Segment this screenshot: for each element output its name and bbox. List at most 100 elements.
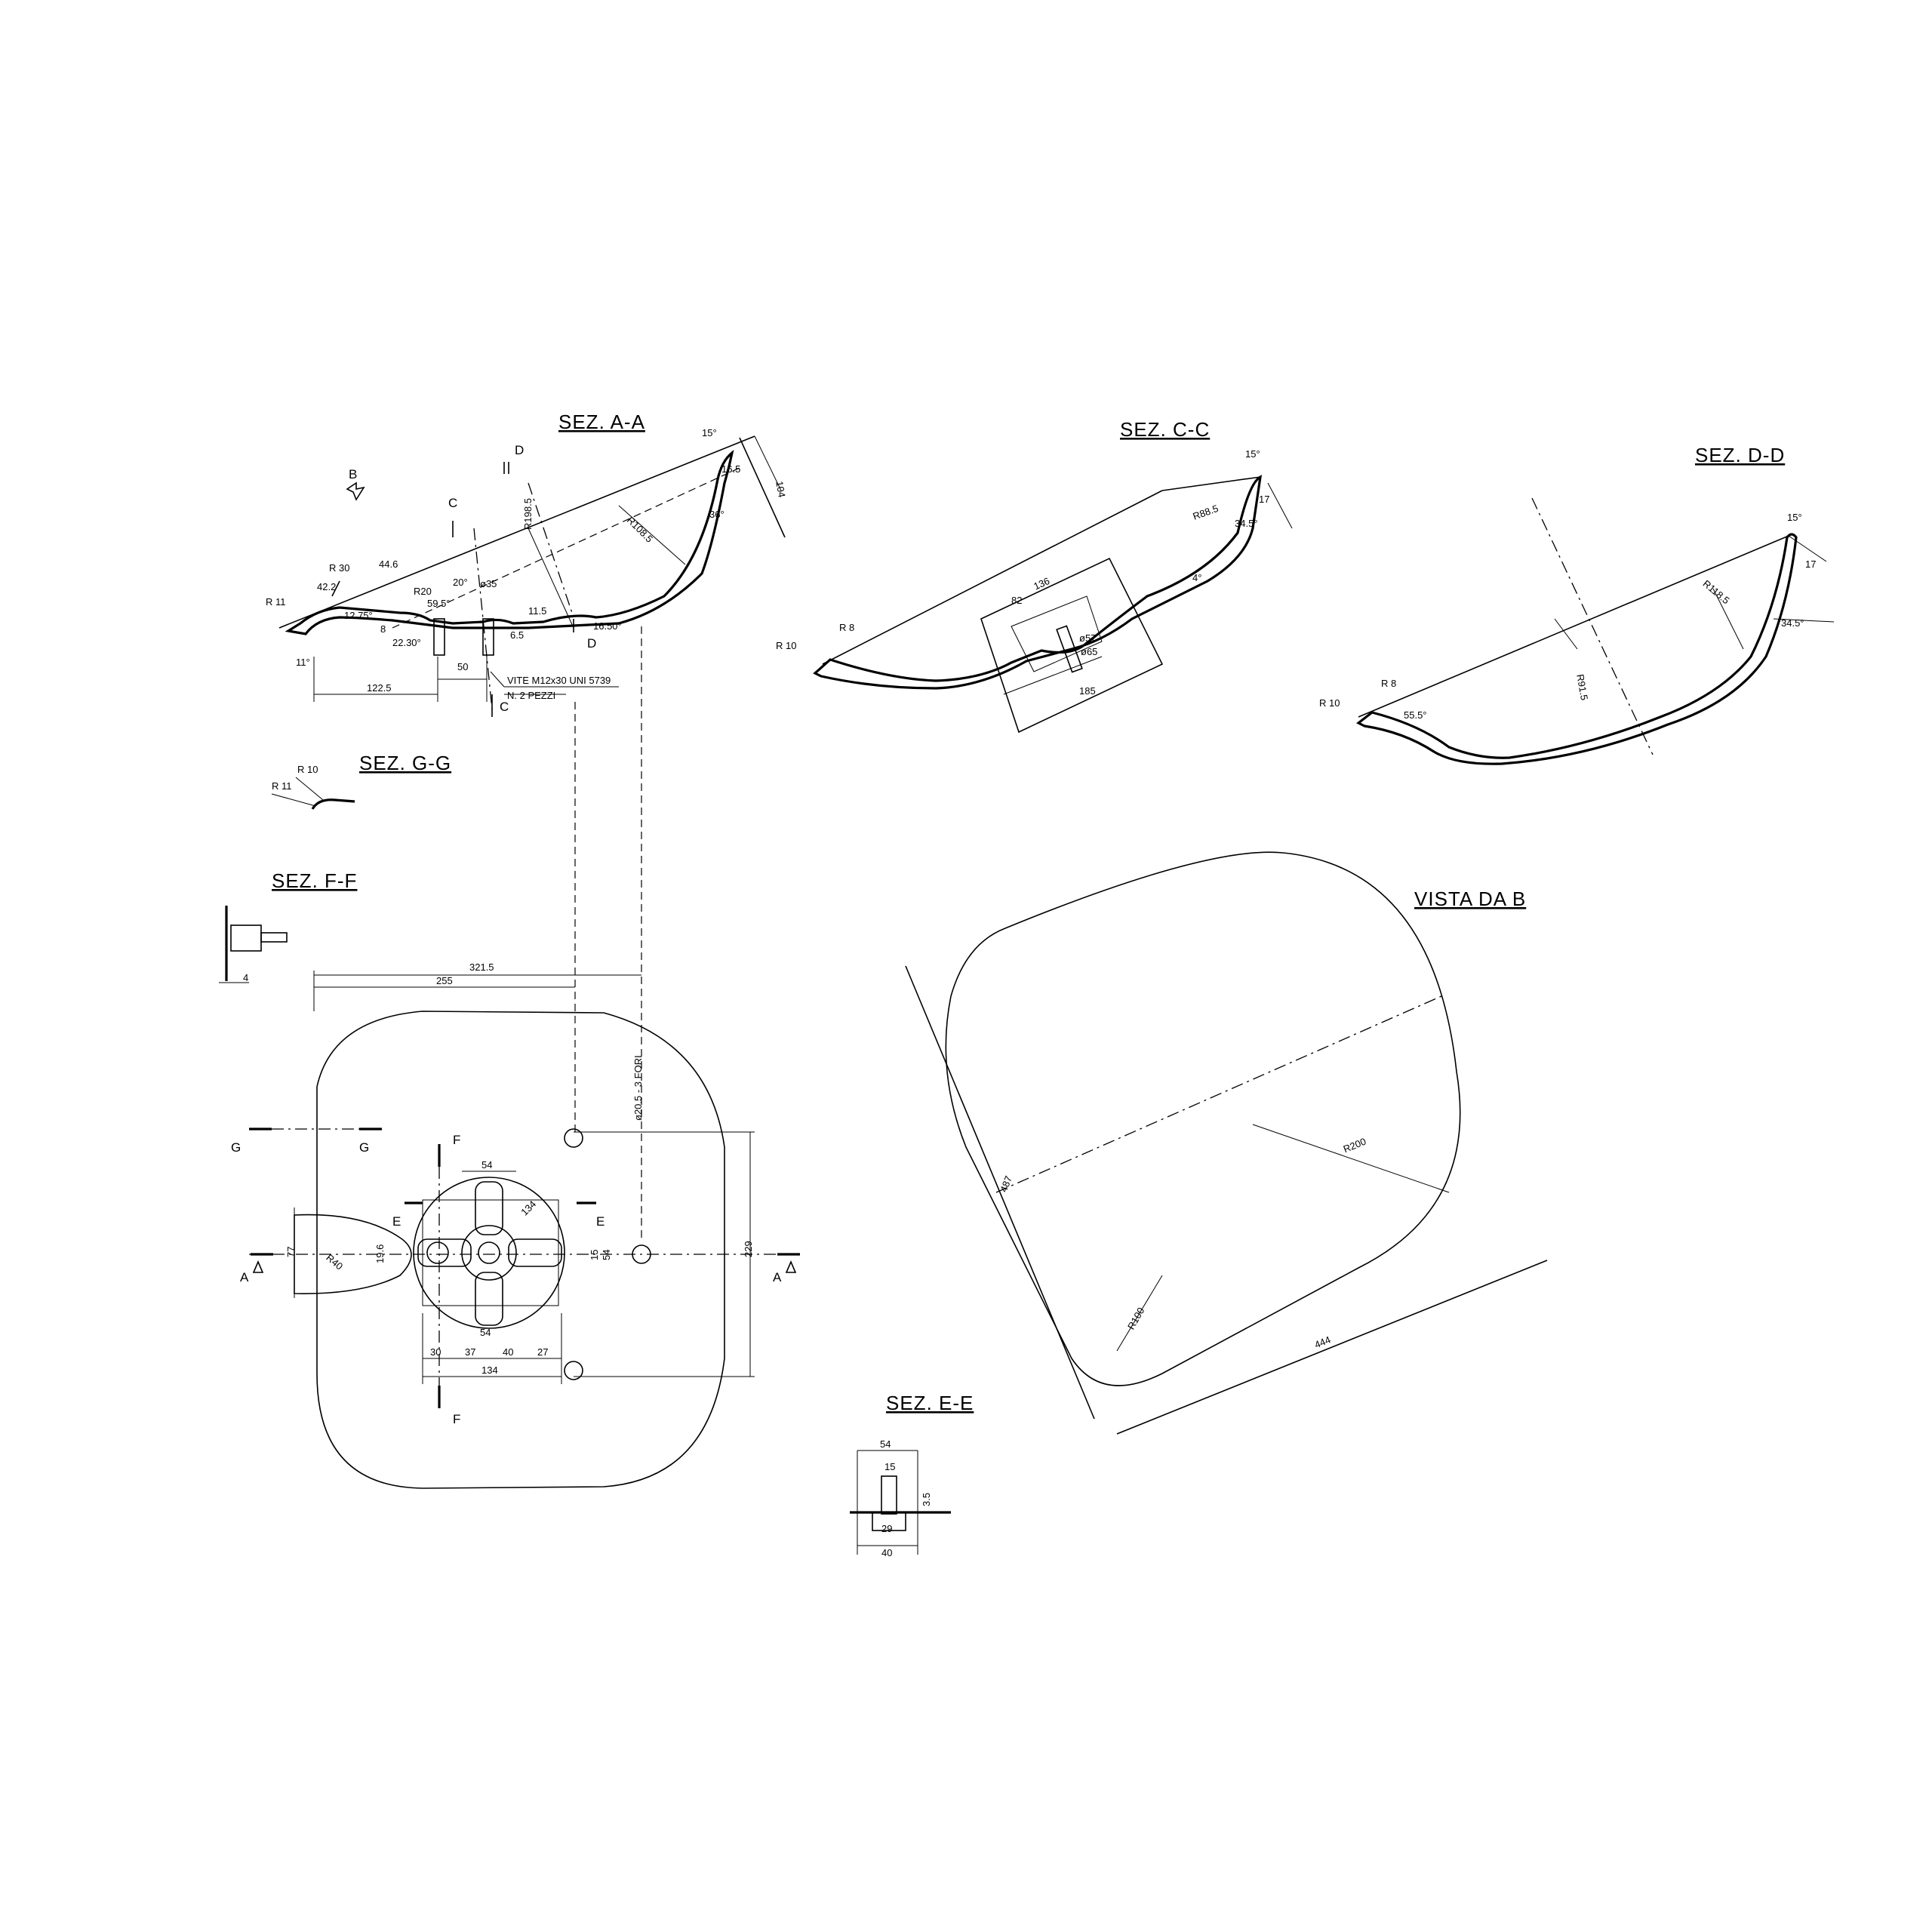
- view-from-b-title: VISTA DA B: [1414, 888, 1526, 910]
- svg-text:G: G: [359, 1140, 369, 1155]
- section-f-f: SEZ. F-F 4: [219, 869, 357, 983]
- section-g-g: SEZ. G-G R 10 R 11: [271, 752, 451, 810]
- svg-text:122.5: 122.5: [367, 682, 392, 694]
- svg-text:104: 104: [774, 480, 788, 498]
- svg-text:54: 54: [480, 1327, 491, 1338]
- svg-text:134: 134: [481, 1364, 498, 1376]
- svg-text:136: 136: [1032, 575, 1051, 592]
- svg-text:19.6: 19.6: [374, 1244, 386, 1263]
- svg-text:ø20.5 - 3 FORI: ø20.5 - 3 FORI: [632, 1055, 644, 1121]
- svg-text:R118.5: R118.5: [1701, 578, 1732, 607]
- svg-text:R 11: R 11: [272, 780, 292, 792]
- svg-text:77: 77: [285, 1247, 297, 1257]
- svg-text:34.5°: 34.5°: [1781, 617, 1804, 629]
- svg-text:A: A: [240, 1270, 249, 1284]
- svg-text:16.5: 16.5: [721, 463, 740, 475]
- svg-text:R100: R100: [1125, 1306, 1147, 1331]
- section-a-a: SEZ. A-A R 11 R 30 44.6: [266, 411, 788, 717]
- section-g-g-profile: [311, 798, 355, 810]
- svg-text:F: F: [453, 1133, 460, 1147]
- section-c-c-detail-box: [980, 557, 1164, 734]
- svg-text:11.5: 11.5: [528, 605, 546, 617]
- svg-text:G: G: [231, 1140, 241, 1155]
- section-g-g-title: SEZ. G-G: [359, 752, 451, 774]
- svg-text:R 30: R 30: [329, 562, 349, 574]
- svg-text:17: 17: [1259, 494, 1269, 505]
- svg-text:229: 229: [743, 1241, 754, 1257]
- view-from-b-axis: [995, 995, 1442, 1193]
- svg-text:R108.5: R108.5: [625, 515, 655, 545]
- svg-text:54: 54: [601, 1250, 612, 1260]
- svg-text:29: 29: [881, 1523, 892, 1534]
- drain-hole: [461, 1225, 517, 1281]
- section-a-a-bolt: [482, 618, 494, 656]
- view-b-arrow: [346, 481, 365, 501]
- svg-text:185: 185: [1079, 685, 1096, 697]
- svg-text:R91.5: R91.5: [1574, 673, 1590, 701]
- section-f-f-title: SEZ. F-F: [272, 869, 357, 892]
- svg-text:54: 54: [481, 1159, 492, 1171]
- svg-text:R 8: R 8: [839, 622, 854, 633]
- svg-text:N. 2 PEZZI: N. 2 PEZZI: [507, 690, 555, 701]
- svg-text:487: 487: [998, 1174, 1014, 1194]
- svg-text:ø35: ø35: [480, 578, 497, 589]
- drain-plate: [413, 1177, 565, 1329]
- svg-text:A: A: [773, 1270, 782, 1284]
- svg-text:15°: 15°: [1245, 448, 1260, 460]
- svg-text:15°: 15°: [1787, 512, 1802, 523]
- svg-text:6.5: 6.5: [510, 629, 524, 641]
- svg-text:321.5: 321.5: [469, 961, 494, 973]
- svg-text:27: 27: [537, 1346, 548, 1358]
- svg-text:55.5°: 55.5°: [1404, 709, 1427, 721]
- svg-text:R 10: R 10: [297, 764, 318, 775]
- svg-text:3.5: 3.5: [921, 1493, 932, 1506]
- svg-text:44.6: 44.6: [379, 558, 398, 570]
- svg-text:R 10: R 10: [776, 640, 796, 651]
- section-d-d-profile: [1356, 533, 1798, 765]
- svg-text:D: D: [587, 636, 596, 651]
- svg-text:15: 15: [589, 1250, 600, 1260]
- svg-text:VITE M12x30 UNI 5739: VITE M12x30 UNI 5739: [507, 675, 611, 686]
- svg-text:15°: 15°: [702, 427, 717, 438]
- section-d-d: SEZ. D-D R 10 R 8 55.5° R91.5 R118.5 15°…: [1319, 444, 1835, 765]
- svg-text:42.2: 42.2: [317, 581, 336, 592]
- overflow-recess: [294, 1214, 412, 1294]
- svg-text:R 8: R 8: [1381, 678, 1396, 689]
- basin-outline: [316, 1011, 725, 1489]
- view-from-b: VISTA DA B R200 R100 444 487: [905, 851, 1548, 1435]
- section-d-d-title: SEZ. D-D: [1695, 444, 1785, 466]
- svg-text:17: 17: [1805, 558, 1816, 570]
- svg-text:54: 54: [880, 1438, 891, 1450]
- svg-text:R200: R200: [1342, 1136, 1367, 1155]
- svg-text:20°: 20°: [453, 577, 468, 588]
- svg-text:16.50°: 16.50°: [593, 620, 622, 632]
- svg-text:R20: R20: [414, 586, 432, 597]
- svg-text:R198.5: R198.5: [522, 498, 534, 530]
- svg-text:37: 37: [465, 1346, 475, 1358]
- svg-text:15: 15: [884, 1461, 895, 1472]
- svg-text:ø65: ø65: [1081, 646, 1097, 657]
- svg-text:4: 4: [243, 972, 248, 983]
- svg-text:82: 82: [1011, 595, 1022, 606]
- svg-text:4°: 4°: [1192, 572, 1201, 583]
- section-c-c-title: SEZ. C-C: [1120, 418, 1210, 441]
- svg-text:C: C: [500, 700, 509, 714]
- fixing-hole: [564, 1128, 583, 1148]
- section-e-e-title: SEZ. E-E: [886, 1392, 974, 1414]
- svg-text:C: C: [448, 496, 457, 510]
- svg-text:D: D: [515, 443, 524, 457]
- svg-text:40: 40: [881, 1547, 892, 1558]
- section-c-c: SEZ. C-C R 10 R 8 136 82 ø57 ø65 185 R88…: [776, 418, 1293, 734]
- svg-text:R40: R40: [324, 1252, 345, 1272]
- section-a-a-rim-line: [278, 435, 755, 629]
- svg-text:B: B: [349, 467, 357, 481]
- section-a-a-bolt: [433, 618, 445, 656]
- svg-text:R88.5: R88.5: [1192, 503, 1220, 522]
- section-e-e: SEZ. E-E 54 15 29 40 3.5: [850, 1392, 974, 1558]
- svg-text:22.30°: 22.30°: [392, 637, 421, 648]
- svg-text:36°: 36°: [709, 509, 724, 520]
- svg-text:40: 40: [503, 1346, 513, 1358]
- svg-text:11°: 11°: [296, 657, 310, 668]
- section-a-a-title: SEZ. A-A: [558, 411, 645, 433]
- svg-text:R 10: R 10: [1319, 697, 1340, 709]
